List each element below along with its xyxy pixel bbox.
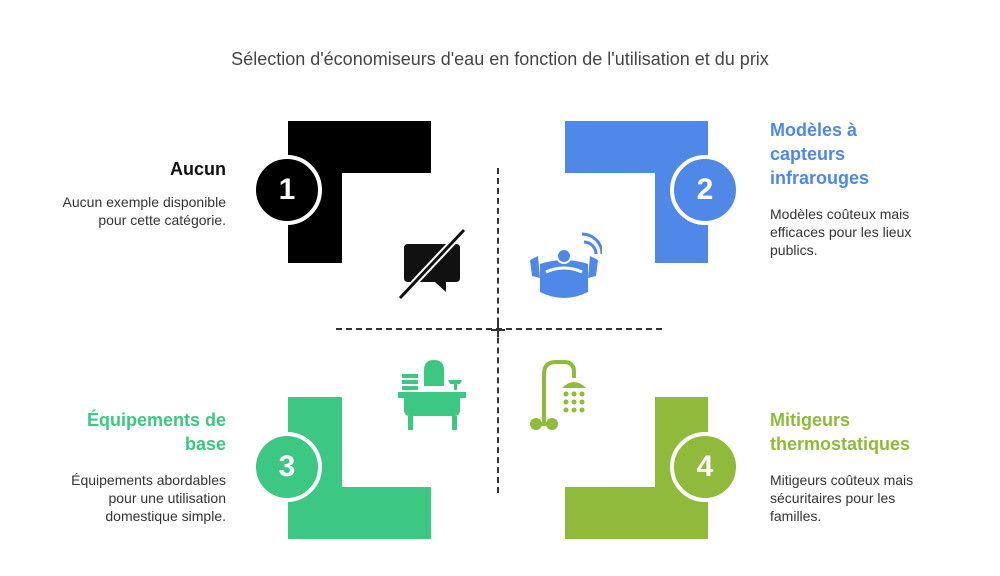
quadrant-2-shape	[565, 121, 708, 263]
quadrant-4-description: Mitigeurs coûteux mais sécuritaires pour…	[770, 472, 914, 524]
quadrant-2-number: 2	[670, 155, 740, 225]
quadrant-3-label: Équipements de base	[86, 410, 226, 454]
quadrant-3-description: Équipements abordables pour une utilisat…	[71, 472, 226, 524]
quadrant-1-shape	[288, 121, 431, 263]
quadrant-4-shape	[565, 397, 708, 539]
quadrant-4-number: 4	[670, 432, 740, 502]
quadrant-2-description: Modèles coûteux mais efficaces pour les …	[770, 206, 912, 258]
quadrant-1-description: Aucun exemple disponible pour cette caté…	[62, 194, 226, 228]
quadrant-1-label: Aucun	[170, 159, 226, 179]
quadrant-2-label: Modèles à capteurs infrarouges	[770, 120, 870, 188]
bathtub-icon	[398, 360, 466, 430]
shower-icon	[530, 360, 586, 430]
quadrant-1-number: 1	[252, 155, 322, 225]
sensor-icon	[530, 232, 602, 298]
axis-center-cross	[491, 323, 505, 337]
quadrant-3-number: 3	[252, 432, 322, 502]
quadrant-4-label: Mitigeurs thermostatiques	[770, 410, 911, 454]
quadrant-3-shape	[288, 397, 431, 539]
diagram-title: Sélection d'économiseurs d'eau en foncti…	[231, 49, 769, 69]
no-video-icon	[397, 227, 467, 301]
